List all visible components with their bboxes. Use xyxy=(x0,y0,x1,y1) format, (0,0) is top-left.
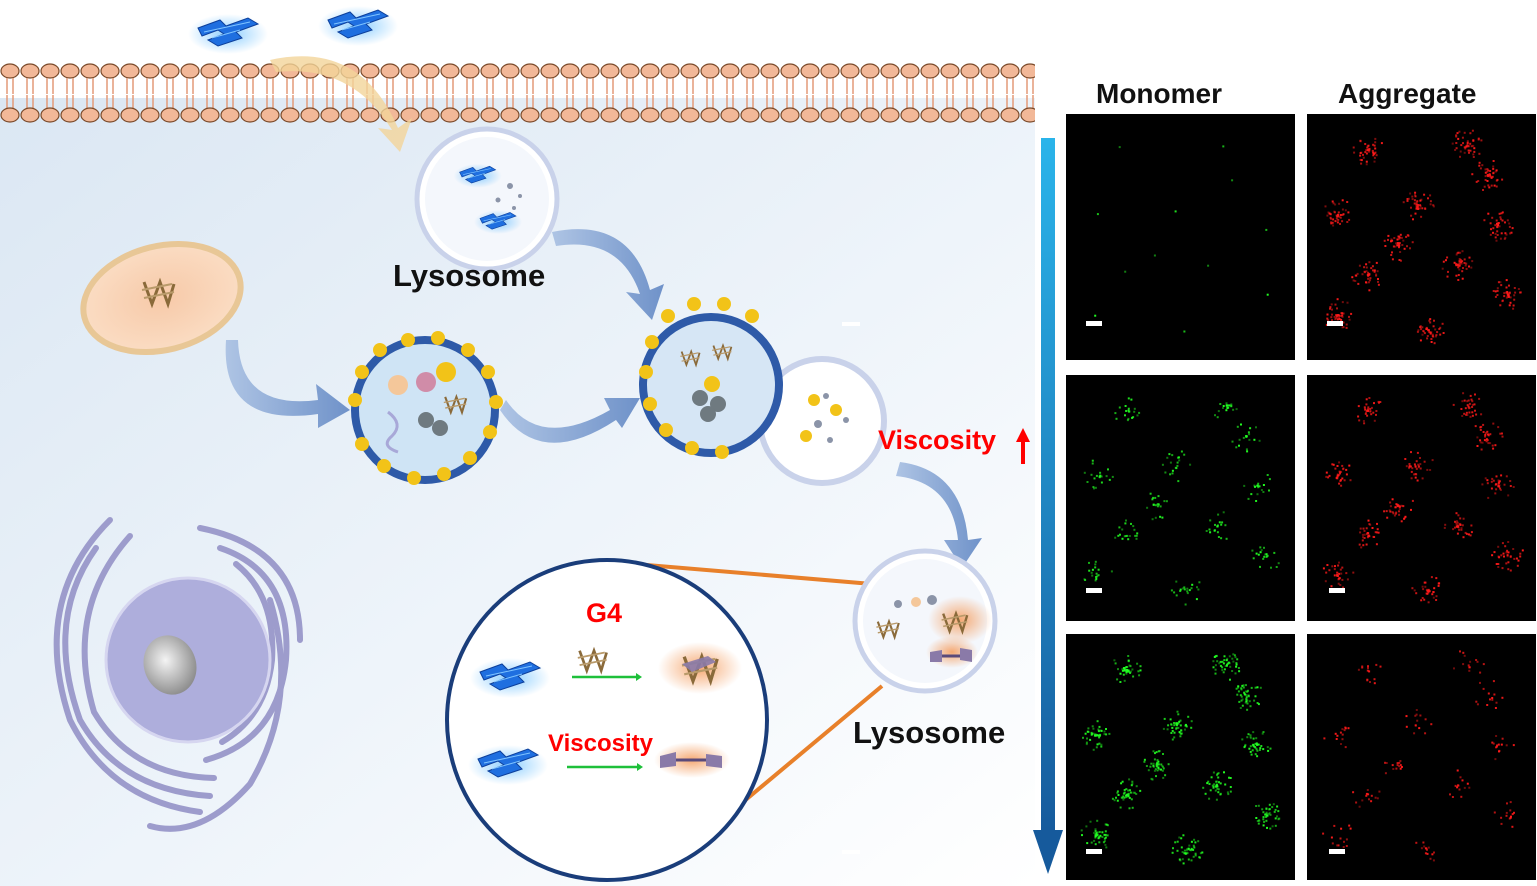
time-arrow-head xyxy=(1033,830,1063,874)
cell-membrane xyxy=(0,62,1035,124)
viscosity-label: Viscosity xyxy=(878,425,997,455)
micrograph-aggregate-2 xyxy=(1307,375,1536,621)
micrograph-monomer-2 xyxy=(1066,375,1295,621)
nucleus-with-er xyxy=(53,517,303,832)
white-mark xyxy=(842,850,860,854)
probe-outside-2 xyxy=(317,5,399,47)
autolysosome xyxy=(639,297,887,486)
scale-bar xyxy=(1329,588,1345,593)
arrow-fusion-to-lysosome xyxy=(896,462,982,568)
viscosity-up-arrow-head xyxy=(1016,428,1030,442)
column-header-aggregate: Aggregate xyxy=(1338,78,1477,109)
probe-outside-1 xyxy=(187,13,269,55)
zoom-inset xyxy=(445,558,769,882)
viscosity-inset-label: Viscosity xyxy=(548,730,653,757)
entry-arrow xyxy=(270,56,412,152)
lysosome-bottom-label: Lysosome xyxy=(853,715,1006,750)
mitochondrion xyxy=(80,240,244,356)
time-arrow-shaft xyxy=(1041,138,1055,838)
column-header-monomer: Monomer xyxy=(1096,78,1222,109)
autophagosome xyxy=(348,331,503,485)
arrow-autophagosome-to-fusion xyxy=(500,398,640,443)
micrograph-aggregate-3 xyxy=(1307,634,1536,880)
micrograph-aggregate-1 xyxy=(1307,114,1536,360)
lysosome-top xyxy=(414,126,560,272)
micrograph-monomer-3 xyxy=(1066,634,1295,880)
scale-bar xyxy=(1329,849,1345,854)
scale-bar xyxy=(1327,321,1343,326)
arrow-lysosome-to-fusion xyxy=(552,229,664,320)
white-mark xyxy=(842,322,860,326)
scale-bar xyxy=(1086,849,1102,854)
scale-bar xyxy=(1086,321,1102,326)
lysosome-bottom xyxy=(852,548,998,694)
lysosome-top-label: Lysosome xyxy=(393,258,546,293)
scale-bar xyxy=(1086,588,1102,593)
micrograph-monomer-1 xyxy=(1066,114,1295,360)
arrow-mito-to-autophagosome xyxy=(225,340,350,428)
g4-label: G4 xyxy=(586,598,623,628)
